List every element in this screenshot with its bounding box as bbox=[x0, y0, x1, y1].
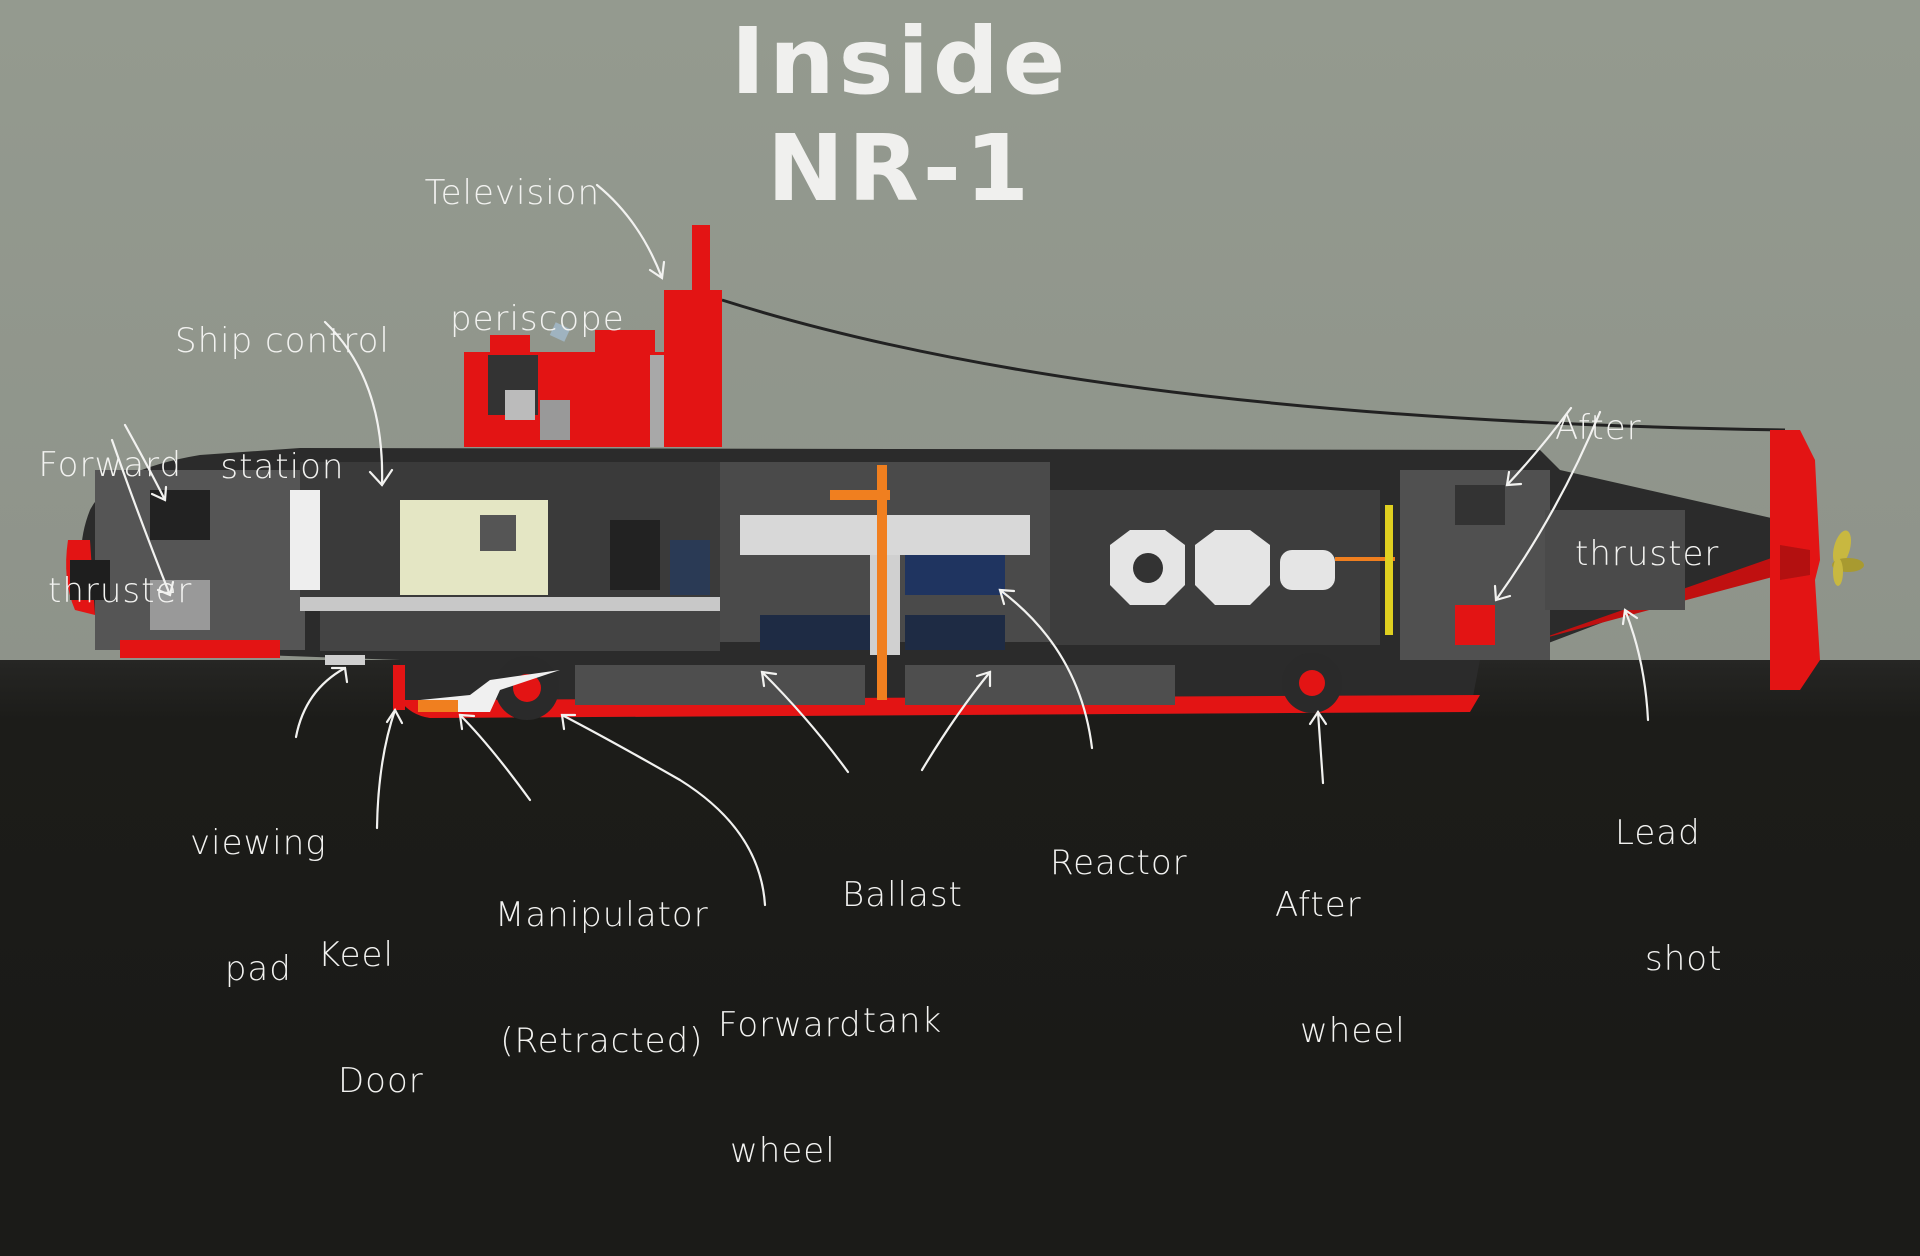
label-line: thruster bbox=[1575, 534, 1720, 574]
arrow-after-thruster-upper bbox=[1505, 406, 1573, 487]
label-after-wheel: After wheel bbox=[1275, 800, 1406, 1136]
label-line: pad bbox=[224, 949, 292, 989]
arrow-after-thruster-lower bbox=[1494, 410, 1602, 602]
arrow-lead-shot bbox=[1623, 608, 1650, 722]
towing-cable bbox=[721, 298, 1786, 432]
ballast-plate bbox=[575, 665, 865, 705]
label-keel-door: Keel Door bbox=[318, 850, 424, 1186]
sail bbox=[464, 225, 722, 447]
viewing-pad-graphic bbox=[325, 655, 365, 665]
label-lead-shot: Lead shot bbox=[1615, 728, 1722, 1064]
periscope-mast bbox=[692, 225, 710, 295]
label-line: (Retracted) bbox=[500, 1021, 704, 1061]
orange-pipe bbox=[877, 465, 887, 700]
label-line: Door bbox=[338, 1061, 424, 1101]
window-panel bbox=[905, 555, 1005, 595]
label-forward-thruster: Forward thruster bbox=[28, 360, 192, 696]
label-line: Forward bbox=[38, 445, 183, 485]
label-line: Forward bbox=[718, 1005, 862, 1045]
hull bbox=[66, 448, 1781, 720]
label-line: After bbox=[1275, 885, 1362, 925]
background-floor bbox=[0, 660, 1920, 1080]
page-title: Inside NR-1 bbox=[730, 8, 1070, 222]
arrow-ballast-tank-right bbox=[920, 670, 992, 772]
arrow-keel-door bbox=[375, 708, 397, 830]
label-line: thruster bbox=[48, 571, 193, 611]
arrow-reactor bbox=[998, 588, 1094, 750]
label-line: Television bbox=[424, 173, 600, 213]
label-line: shot bbox=[1645, 939, 1723, 979]
arrow-forward-thruster-lower bbox=[110, 438, 172, 597]
label-line: After bbox=[1555, 408, 1642, 448]
label-line: Lead bbox=[1615, 813, 1701, 853]
label-line: periscope bbox=[450, 299, 625, 339]
label-ship-control-station: Ship control station bbox=[175, 236, 390, 572]
label-line: wheel bbox=[730, 1131, 836, 1171]
control-console bbox=[400, 500, 548, 595]
label-reactor: Reactor bbox=[1050, 758, 1188, 968]
arrow-forward-thruster-upper bbox=[123, 423, 167, 502]
rudder bbox=[1770, 430, 1820, 690]
label-line: viewing bbox=[190, 823, 327, 863]
arrow-viewing-pad bbox=[294, 666, 347, 739]
label-manipulator: Manipulator (Retracted) bbox=[495, 810, 709, 1146]
ballast-plate bbox=[905, 665, 1175, 705]
label-ballast-tank: Ballast tank bbox=[842, 790, 963, 1126]
label-line: tank bbox=[862, 1001, 943, 1041]
arrow-television-periscope bbox=[595, 183, 664, 280]
arrow-forward-wheel bbox=[560, 713, 767, 907]
label-viewing-pad: viewing pad bbox=[190, 738, 327, 1074]
arrow-after-wheel bbox=[1316, 710, 1325, 785]
submarine-cutaway bbox=[66, 183, 1864, 907]
propeller-icon bbox=[1832, 530, 1864, 586]
label-forward-wheel: Forward wheel bbox=[718, 920, 862, 1256]
label-line: Keel bbox=[318, 935, 394, 975]
arrow-manipulator bbox=[458, 713, 532, 802]
label-line: station bbox=[220, 447, 345, 487]
diagram-stage: Inside NR-1 Television periscope Ship co… bbox=[0, 0, 1920, 1171]
label-television-periscope: Television periscope bbox=[400, 88, 625, 424]
label-line: Ship control bbox=[175, 321, 390, 361]
label-line: Reactor bbox=[1050, 843, 1188, 883]
arrow-ship-control-station bbox=[323, 320, 384, 487]
keel-door-graphic bbox=[393, 665, 405, 710]
label-line: wheel bbox=[1300, 1011, 1406, 1051]
label-line: Ballast bbox=[842, 875, 963, 915]
label-line: Manipulator bbox=[495, 895, 709, 935]
label-after-thruster: After thruster bbox=[1555, 323, 1719, 659]
arrow-ballast-tank-left bbox=[760, 670, 850, 774]
